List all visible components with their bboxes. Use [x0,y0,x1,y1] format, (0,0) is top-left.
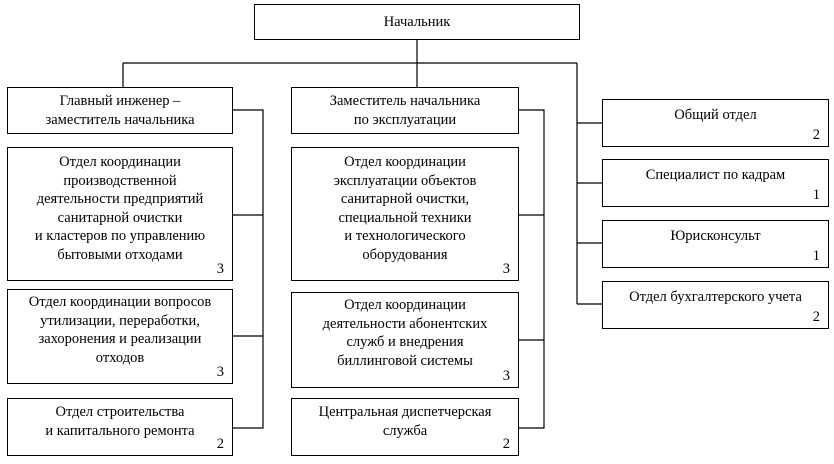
unit-label-line: производственной [63,172,177,189]
unit-general-department: Общий отдел 2 [602,99,829,147]
unit-label: Отдел координации производственной деяте… [8,153,232,264]
unit-operations-coordination: Отдел координации эксплуатации объектов … [291,147,519,281]
unit-label-line: Отдел координации [344,154,466,170]
deputy-operations-box: Заместитель начальника по эксплуатации [291,87,519,134]
unit-waste-utilization: Отдел координации вопросов утилизации, п… [7,289,233,384]
unit-label-line: оборудования [362,246,448,263]
chief-engineer-label-line-1: Главный инженер – [59,93,181,109]
unit-label-line: и технологического [344,228,466,244]
unit-label-line: Центральная диспетчерская [318,404,492,420]
root-box: Начальник [254,4,580,40]
staff-count: 1 [812,187,820,203]
deputy-operations-label: Заместитель начальника по эксплуатации [292,92,518,129]
unit-label-line: бытовыми отходами [57,246,183,263]
unit-label: Общий отдел [674,107,757,123]
unit-label-line: санитарной очистки [57,209,183,226]
unit-label-line: деятельности предприятий [36,191,204,207]
deputy-operations-label-line-1: Заместитель начальника [329,93,481,109]
unit-label: Отдел координации эксплуатации объектов … [292,153,518,264]
unit-subscriber-services: Отдел координации деятельности абонентск… [291,292,519,388]
staff-count: 2 [502,436,510,452]
unit-legal-counsel: Юрисконсульт 1 [602,220,829,268]
unit-label: Отдел координации вопросов утилизации, п… [8,293,232,367]
unit-accounting: Отдел бухгалтерского учета 2 [602,281,829,329]
staff-count: 3 [216,261,224,277]
unit-label-line: служба [382,422,428,439]
unit-label-line: и кластеров по управлению [34,228,206,244]
unit-label-line: отходов [95,349,145,366]
unit-production-coordination: Отдел координации производственной деяте… [7,147,233,281]
unit-label-line: Отдел координации [59,154,181,170]
unit-label-line: санитарной очистки, [340,191,470,207]
unit-label: Отдел строительства и капитального ремон… [8,403,232,440]
unit-label-line: биллинговой системы [337,352,473,369]
unit-label-line: служб и внедрения [346,334,464,350]
unit-central-dispatch: Центральная диспетчерская служба 2 [291,398,519,456]
staff-count: 2 [812,309,820,325]
unit-hr-specialist: Специалист по кадрам 1 [602,159,829,207]
deputy-operations-label-line-2: по эксплуатации [353,111,457,128]
staff-count: 2 [812,127,820,143]
unit-label: Отдел координации деятельности абонентск… [292,296,518,370]
chief-engineer-label-line-2: заместитель начальника [45,111,195,128]
unit-label-line: Отдел координации вопросов [28,294,212,310]
unit-label-line: Отдел строительства [55,404,185,420]
unit-label-line: захоронения и реализации [38,331,202,347]
staff-count: 3 [216,364,224,380]
unit-label-line: эксплуатации объектов [333,172,477,189]
chief-engineer-box: Главный инженер – заместитель начальника [7,87,233,134]
left-trunk [233,109,264,429]
root-label: Начальник [383,14,451,30]
unit-label-line: специальной техники [338,209,472,226]
unit-label-line: утилизации, переработки, [40,312,200,329]
unit-label: Центральная диспетчерская служба [292,403,518,440]
unit-label-line: деятельности абонентских [322,315,488,332]
staff-count: 1 [812,248,820,264]
middle-trunk [519,109,545,429]
unit-label: Специалист по кадрам [645,167,786,183]
unit-label: Юрисконсульт [670,228,761,244]
staff-count: 3 [502,261,510,277]
unit-label: Отдел бухгалтерского учета [629,289,802,305]
unit-label-line: и капитального ремонта [45,422,195,439]
unit-construction: Отдел строительства и капитального ремон… [7,398,233,456]
staff-count: 2 [216,436,224,452]
chief-engineer-label: Главный инженер – заместитель начальника [8,92,232,129]
unit-label-line: Отдел координации [344,297,466,313]
staff-count: 3 [502,368,510,384]
